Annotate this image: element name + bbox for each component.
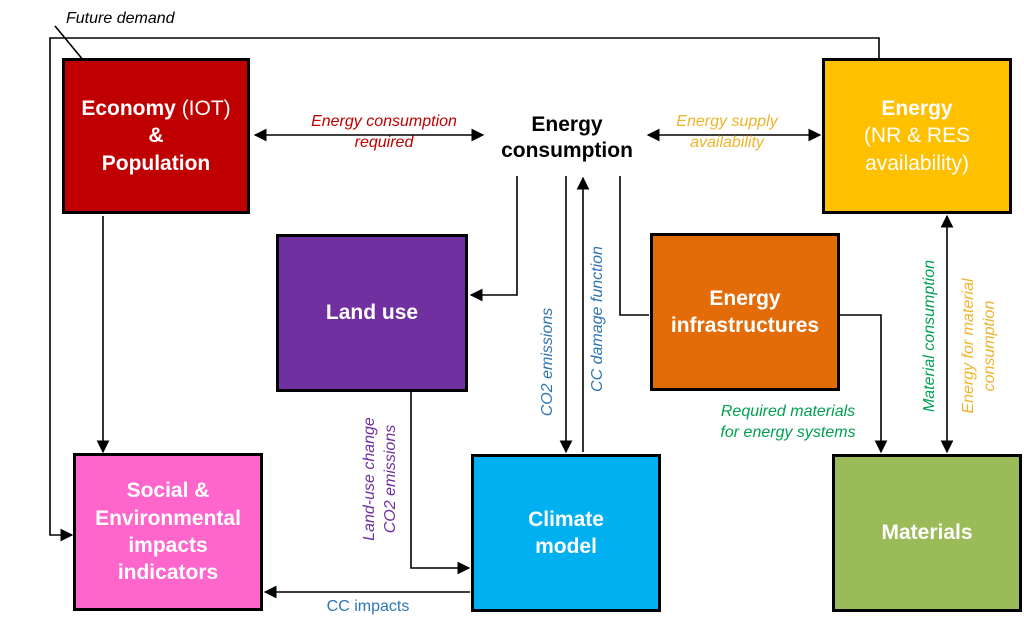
efm-line2: consumption bbox=[980, 300, 998, 392]
land-use-change-label: Land-use change CO2 emissions bbox=[360, 404, 402, 554]
energy-subtitle-2: availability) bbox=[865, 151, 969, 175]
climate-title-1: Climate bbox=[528, 507, 604, 531]
rm-line2: for energy systems bbox=[720, 423, 856, 441]
land-use-box: Land use bbox=[276, 234, 468, 392]
energy-consumption-line2: consumption bbox=[501, 139, 633, 163]
energy-title: Energy bbox=[881, 97, 953, 121]
required-materials-label: Required materials for energy systems bbox=[700, 402, 876, 444]
luc-line2: CO2 emissions bbox=[381, 424, 399, 534]
energy-consumption-required-label: Energy consumption required bbox=[286, 112, 482, 154]
esa-line2: availability bbox=[690, 133, 764, 151]
energy-consumption-line1: Energy bbox=[531, 113, 603, 136]
consumption-landuse-arrow bbox=[469, 176, 518, 302]
infra-materials-arrow bbox=[840, 314, 888, 454]
social-environmental-box: Social & Environmental impacts indicator… bbox=[73, 453, 263, 611]
luc-line1: Land-use change bbox=[361, 417, 378, 541]
infra-title-2: infrastructures bbox=[670, 314, 820, 337]
landuse-climate-arrow bbox=[410, 392, 471, 575]
infra-title-1: Energy bbox=[709, 286, 781, 310]
climate-title-2: model bbox=[535, 535, 597, 558]
future-demand-label: Future demand bbox=[66, 10, 175, 27]
energy-subtitle-1: (NR & RES bbox=[863, 124, 971, 148]
social-title-3: impacts bbox=[128, 534, 208, 557]
energy-infrastructures-box: Energy infrastructures bbox=[650, 233, 840, 391]
material-consumption-label: Material consumption bbox=[921, 259, 938, 413]
feedback-loop-arrow bbox=[49, 37, 880, 542]
energy-supply-availability-label: Energy supply availability bbox=[657, 112, 797, 154]
energy-for-material-label: Energy for material consumption bbox=[959, 266, 1001, 426]
efm-line1: Energy for material bbox=[960, 278, 977, 414]
social-title-1: Social & bbox=[126, 479, 210, 503]
energy-box: Energy (NR & RES availability) bbox=[822, 58, 1012, 214]
esa-line1: Energy supply bbox=[676, 113, 778, 130]
land-use-title: Land use bbox=[325, 301, 419, 325]
ecr-line1: Energy consumption bbox=[311, 113, 457, 130]
economy-label: Economy bbox=[81, 97, 176, 121]
ecr-line2: required bbox=[354, 133, 414, 151]
cc-damage-function-label: CC damage function bbox=[589, 246, 606, 392]
materials-box: Materials bbox=[832, 454, 1022, 612]
ampersand-label: & bbox=[148, 124, 164, 148]
social-title-2: Environmental bbox=[95, 506, 241, 530]
consumption-infra-line bbox=[619, 176, 649, 316]
economy-population-box: Economy (IOT) & Population bbox=[62, 58, 250, 214]
climate-model-box: Climate model bbox=[471, 454, 661, 612]
rm-line1: Required materials bbox=[720, 403, 856, 420]
energy-consumption-node: Energy consumption bbox=[487, 112, 647, 165]
iot-label: (IOT) bbox=[181, 97, 231, 121]
materials-title: Materials bbox=[881, 521, 973, 545]
population-label: Population bbox=[101, 151, 211, 175]
social-title-4: indicators bbox=[117, 561, 219, 585]
co2-emissions-label: CO2 emissions bbox=[539, 307, 556, 417]
cc-impacts-label: CC impacts bbox=[326, 598, 410, 615]
